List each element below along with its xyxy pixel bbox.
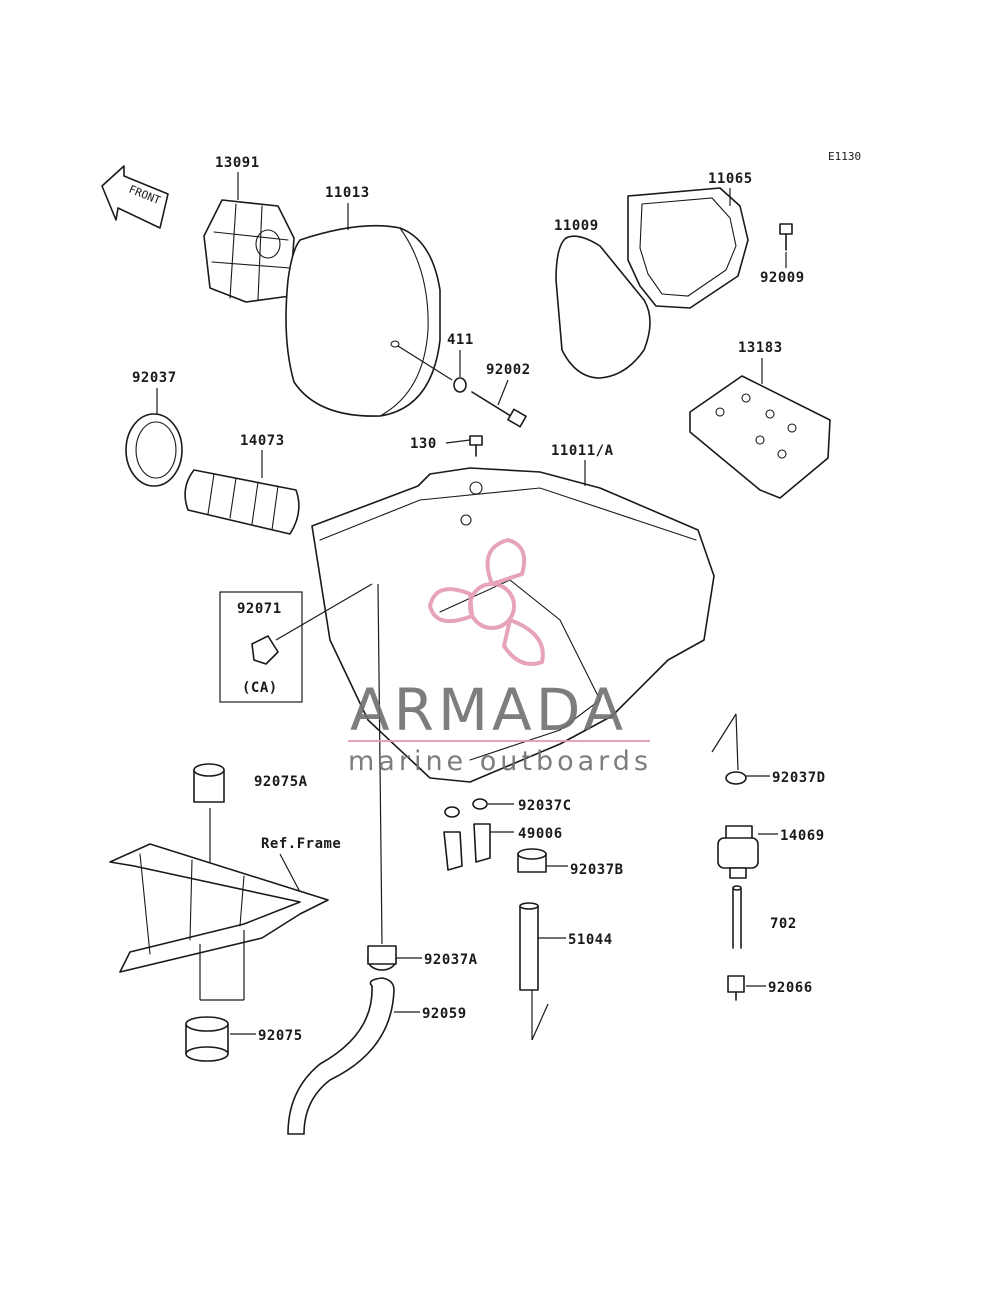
part-49006-cap [443, 823, 491, 871]
part-92037-clamp [125, 413, 183, 487]
part-92071-box [219, 591, 303, 703]
watermark: ARMADA marine outboards [348, 537, 652, 777]
part-11009-gasket [555, 235, 651, 379]
label-11013: 11013 [325, 185, 370, 201]
part-92075A-bushing [193, 763, 225, 803]
propeller-logo-icon [427, 537, 545, 666]
label-702: 702 [770, 916, 797, 932]
watermark-brand: ARMADA [350, 676, 627, 744]
part-11013-air-filter [285, 224, 441, 417]
label-51044: 51044 [568, 932, 613, 948]
label-92002: 92002 [486, 362, 531, 378]
label-92075: 92075 [258, 1028, 303, 1044]
ref-frame-drawing [109, 808, 329, 1001]
part-51044-tube [519, 902, 549, 1041]
part-14069-filter [717, 825, 759, 879]
label-92037D: 92037D [772, 770, 826, 786]
part-411-washer [453, 377, 467, 393]
part-14073-duct [184, 469, 300, 535]
label-14069: 14069 [780, 828, 825, 844]
label-11011A: 11011/A [551, 443, 614, 459]
label-13091: 13091 [215, 155, 260, 171]
label-92037B: 92037B [570, 862, 624, 878]
label-92075A: 92075A [254, 774, 308, 790]
label-13183: 13183 [738, 340, 783, 356]
part-92037A-clamp [367, 945, 397, 971]
label-92059: 92059 [422, 1006, 467, 1022]
front-arrow-icon: FRONT [101, 165, 169, 229]
part-92037B-clamp [517, 848, 547, 873]
part-13091-mesh-cap [203, 199, 295, 303]
diagram-code: E1130 [828, 150, 861, 163]
part-92071-fitting [251, 635, 279, 665]
watermark-tagline: marine outboards [348, 746, 652, 777]
part-92037C-clip-b [472, 798, 488, 810]
part-92037D-clip [725, 771, 747, 785]
label-130: 130 [410, 436, 437, 452]
part-13183-plate [689, 375, 831, 499]
ca-label: (CA) [242, 680, 278, 696]
part-130-bolt [469, 435, 483, 457]
part-92037C-clip-a [444, 806, 460, 818]
label-11065: 11065 [708, 171, 753, 187]
label-411: 411 [447, 332, 474, 348]
part-92009-screw [779, 223, 793, 251]
label-92037C: 92037C [518, 798, 572, 814]
label-92009: 92009 [760, 270, 805, 286]
part-702-tube [732, 885, 742, 949]
ref-frame-label: Ref.Frame [261, 836, 341, 852]
part-92066-plug [727, 975, 745, 1001]
label-92071: 92071 [237, 601, 282, 617]
label-11009: 11009 [554, 218, 599, 234]
label-92066: 92066 [768, 980, 813, 996]
label-14073: 14073 [240, 433, 285, 449]
part-92002-bolt [471, 391, 527, 428]
label-49006: 49006 [518, 826, 563, 842]
label-92037A: 92037A [424, 952, 478, 968]
part-92059-hose [287, 977, 395, 1135]
label-92037: 92037 [132, 370, 177, 386]
part-92075-bushing [185, 1016, 229, 1062]
